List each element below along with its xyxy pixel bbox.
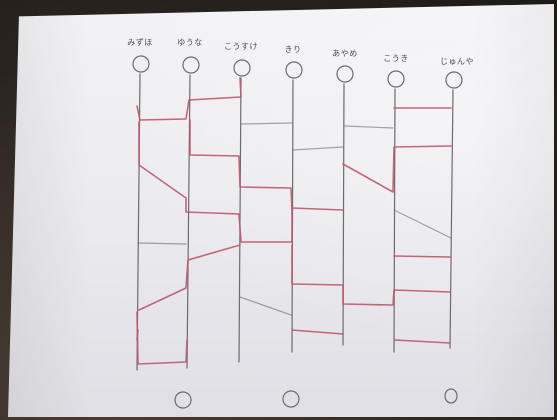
vertical-line-7 <box>450 90 453 348</box>
column-number-6: ⑥ <box>392 75 401 86</box>
pencil-rung <box>293 147 343 150</box>
vertical-line-6 <box>394 89 395 352</box>
column-number-4: ④ <box>290 66 299 77</box>
pencil-rung <box>241 123 292 124</box>
red-trace-path <box>394 256 450 257</box>
red-trace-path <box>395 340 450 343</box>
red-trace-path <box>137 312 187 364</box>
red-trace-path <box>292 330 343 334</box>
pencil-rung <box>138 243 186 244</box>
red-trace-path <box>137 330 138 340</box>
result-circle-1 <box>175 392 191 408</box>
result-circle-2 <box>283 391 299 407</box>
red-trace-path <box>292 245 450 305</box>
red-trace-path <box>343 146 451 192</box>
pencil-rung <box>240 297 291 315</box>
column-number-7: ⑧ <box>450 76 459 87</box>
column-number-2: ② <box>187 61 196 72</box>
vertical-line-5 <box>343 84 344 345</box>
column-number-5: ⑤ <box>341 70 350 81</box>
red-trace-path <box>137 78 241 120</box>
pencil-rung <box>345 126 393 128</box>
column-number-3: ③ <box>238 64 247 75</box>
result-circle-3 <box>445 389 457 403</box>
column-number-1: ① <box>137 60 146 71</box>
red-trace-path <box>139 245 240 310</box>
pencil-rung <box>394 210 451 238</box>
vertical-line-2 <box>187 75 190 368</box>
